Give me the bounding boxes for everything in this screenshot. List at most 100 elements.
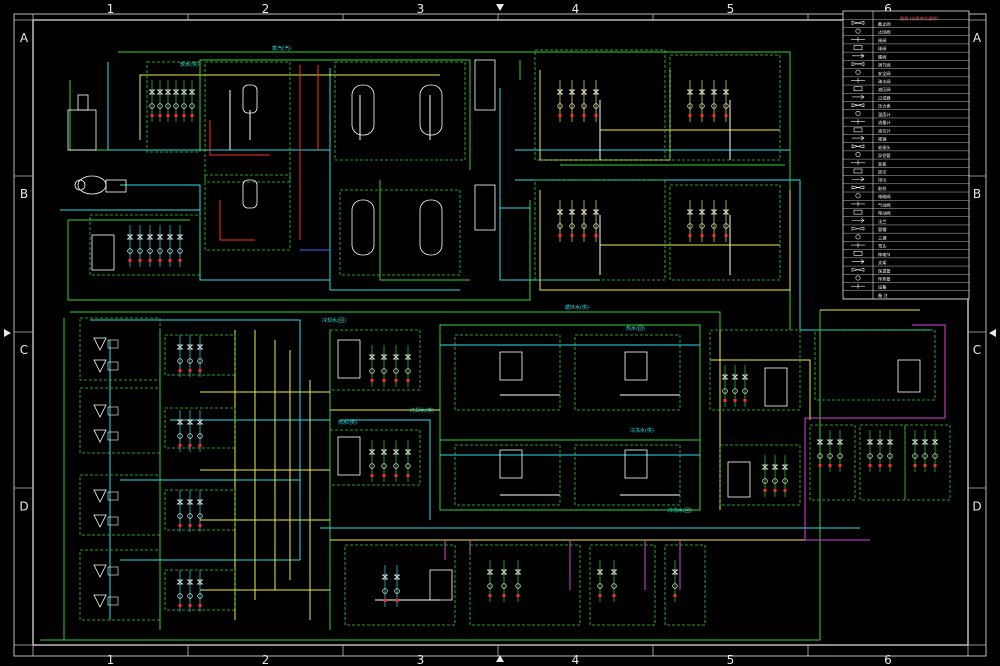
- legend-item-12: 温度计: [878, 111, 891, 118]
- label-cooling-return: 冷却水(回): [322, 317, 346, 324]
- legend-symbol-22: [855, 193, 861, 199]
- legend-symbol-31: [851, 267, 865, 272]
- row-label-C-right: C: [973, 343, 981, 357]
- pump-symbol-6: [93, 564, 107, 578]
- vessel-4: [419, 199, 443, 256]
- legend-item-8: 疏水阀: [878, 78, 891, 85]
- separator-1: [474, 59, 496, 111]
- legend-item-27: 三通: [878, 234, 887, 241]
- legend-symbol-5: [852, 53, 865, 59]
- row-ticks: [14, 19, 986, 646]
- legend-header: 图例 (仪表符号说明): [900, 15, 938, 22]
- column-label-5-top: 5: [727, 2, 735, 16]
- vessel-1: [351, 84, 375, 136]
- column-label-2-top: 2: [262, 2, 270, 16]
- vessel-3: [351, 199, 375, 256]
- legend-symbol-14: [853, 127, 863, 133]
- legend-item-10: 过滤器: [878, 94, 891, 101]
- row-label-D-left: D: [19, 500, 28, 514]
- pump-symbol-2: [93, 404, 107, 418]
- legend-symbol-23: [851, 201, 865, 207]
- tank-c4: [897, 359, 921, 393]
- pump-symbol-0: [93, 337, 107, 351]
- legend-symbol-24: [853, 209, 863, 215]
- legend-symbol-19: [853, 168, 863, 174]
- legend-symbol-12: [855, 110, 861, 116]
- legend-item-5: 蝶阀: [878, 53, 886, 60]
- exchanger-3: [499, 449, 523, 479]
- separator-2: [474, 184, 496, 231]
- legend-item-24: 电动阀: [878, 210, 891, 217]
- pump-symbol-3: [93, 429, 107, 443]
- legend-symbol-18: [851, 160, 865, 166]
- legend-item-33: 设备: [878, 284, 887, 291]
- legend-symbol-1: [851, 21, 865, 25]
- row-label-A-right: A: [973, 31, 982, 45]
- tank-c2: [337, 436, 361, 476]
- legend-table: 图例 (仪表符号说明) 截止阀止回阀闸阀球阀蝶阀调节阀安全阀疏水阀减压阀过滤器压…: [842, 10, 970, 300]
- legend-symbol-20: [852, 176, 865, 182]
- label-steam-main: 蒸汽(汽): [272, 45, 291, 52]
- legend-symbol-6: [851, 62, 865, 66]
- legend-item-15: 视镜: [878, 136, 887, 143]
- tank-b1: [91, 234, 115, 271]
- column-label-1-bottom: 1: [107, 653, 115, 666]
- legend-symbol-26: [851, 226, 865, 231]
- legend-item-3: 闸阀: [878, 37, 886, 44]
- column-label-3-top: 3: [417, 2, 425, 16]
- legend-symbol-3: [851, 36, 865, 42]
- legend-item-4: 球阀: [878, 45, 886, 52]
- column-label-4-top: 4: [572, 2, 580, 16]
- legend-item-29: 伸缩节: [878, 251, 891, 258]
- component-stacks: [93, 80, 939, 612]
- legend-item-14: 液位计: [878, 127, 891, 134]
- legend-item-32: 伴热管: [878, 275, 891, 282]
- label-hot-return: 热水(回): [626, 325, 645, 332]
- tank-c1: [337, 339, 361, 379]
- legend-symbol-4: [853, 45, 863, 50]
- pump-symbol-7: [93, 594, 107, 608]
- exchanger-2: [624, 351, 648, 381]
- piping: [40, 51, 946, 641]
- storage-tank: [67, 109, 97, 151]
- label-cooling-supply: 冷却水(供): [410, 407, 434, 414]
- legend-symbol-7: [855, 69, 861, 75]
- column-label-2-bottom: 2: [262, 653, 270, 666]
- column-2: [242, 179, 258, 209]
- legend-symbol-25: [852, 218, 865, 223]
- legend-item-21: 取样: [878, 185, 886, 192]
- legend-symbol-8: [851, 78, 865, 83]
- compressor: [77, 175, 107, 195]
- legend-symbol-13: [851, 119, 865, 125]
- equipment-symbols: [67, 59, 921, 601]
- legend-symbol-33: [851, 283, 865, 289]
- legend-symbol-2: [855, 28, 861, 34]
- legend-item-18: 盲板: [878, 160, 887, 167]
- label-hot-supply: 热水(供): [338, 419, 357, 426]
- column-label-3-bottom: 3: [417, 653, 425, 666]
- legend-item-7: 安全阀: [878, 70, 891, 77]
- column-label-4-bottom: 4: [572, 653, 580, 666]
- legend-item-30: 支架: [878, 259, 886, 266]
- vessel-2: [419, 84, 443, 136]
- legend-symbol-15: [852, 135, 865, 141]
- label-chilled-supply: 冷冻水(供): [630, 427, 654, 434]
- legend-item-17: 异径管: [878, 152, 891, 159]
- exchanger-4: [624, 449, 648, 479]
- legend-item-2: 止回阀: [878, 29, 891, 36]
- drawing-border: [32, 19, 969, 646]
- column-ticks: [32, 14, 969, 656]
- legend-symbol-32: [855, 275, 861, 281]
- legend-symbol-16: [851, 144, 865, 149]
- tank-d2: [429, 569, 453, 601]
- row-label-A-left: A: [20, 31, 29, 45]
- legend-item-25: 法兰: [878, 218, 886, 225]
- legend-symbol-21: [851, 185, 865, 190]
- legend-item-1: 截止阀: [878, 20, 891, 27]
- legend-symbol-11: [851, 103, 865, 108]
- row-label-B-left: B: [20, 187, 28, 201]
- label-circulating-water: 循环水(供): [565, 304, 589, 311]
- legend-symbol-30: [852, 259, 865, 264]
